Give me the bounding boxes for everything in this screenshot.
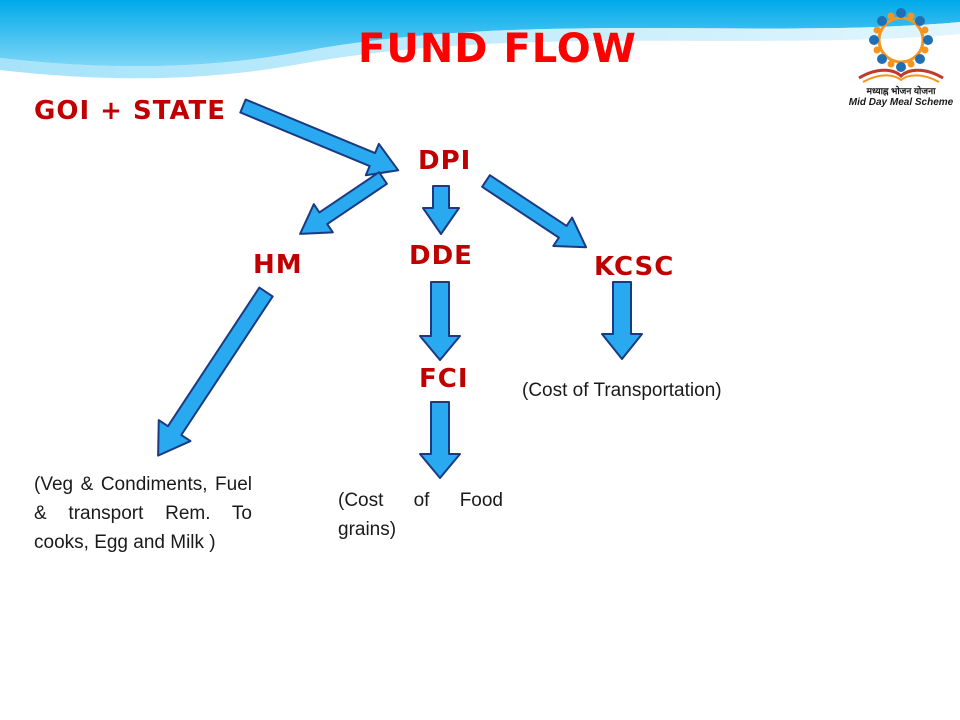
logo-english-text: Mid Day Meal Scheme — [848, 97, 954, 108]
node-kcsc: KCSC — [594, 252, 675, 282]
arrow-kcsc-to-note — [601, 281, 643, 360]
node-goi-state: GOI + STATE — [34, 96, 227, 126]
mid-day-meal-logo: मध्याह्न भोजन योजना Mid Day Meal Scheme — [845, 4, 957, 112]
note-fci: (Cost of Food grains) — [338, 490, 503, 540]
arrow-dde-to-fci — [419, 281, 461, 361]
node-dpi: DPI — [418, 146, 472, 176]
node-fci: FCI — [419, 364, 469, 394]
page-title: Fund Flow — [358, 26, 637, 72]
note-kcsc: (Cost of Transportation) — [522, 380, 722, 401]
arrow-dpi-to-dde — [422, 185, 460, 235]
note-hm: (Veg & Condiments, Fuel & transport Rem.… — [34, 474, 252, 553]
logo-emblem-icon — [858, 8, 944, 83]
logo-hindi-text: मध्याह्न भोजन योजना — [866, 86, 936, 96]
arrow-fci-to-note — [419, 401, 461, 479]
arrow-hm-to-note — [157, 286, 274, 457]
arrow-dpi-to-hm — [299, 171, 388, 235]
arrow-goi-to-dpi — [239, 98, 400, 177]
node-dde: DDE — [409, 241, 473, 271]
arrow-dpi-to-kcsc — [481, 174, 588, 249]
node-hm: HM — [253, 250, 303, 280]
